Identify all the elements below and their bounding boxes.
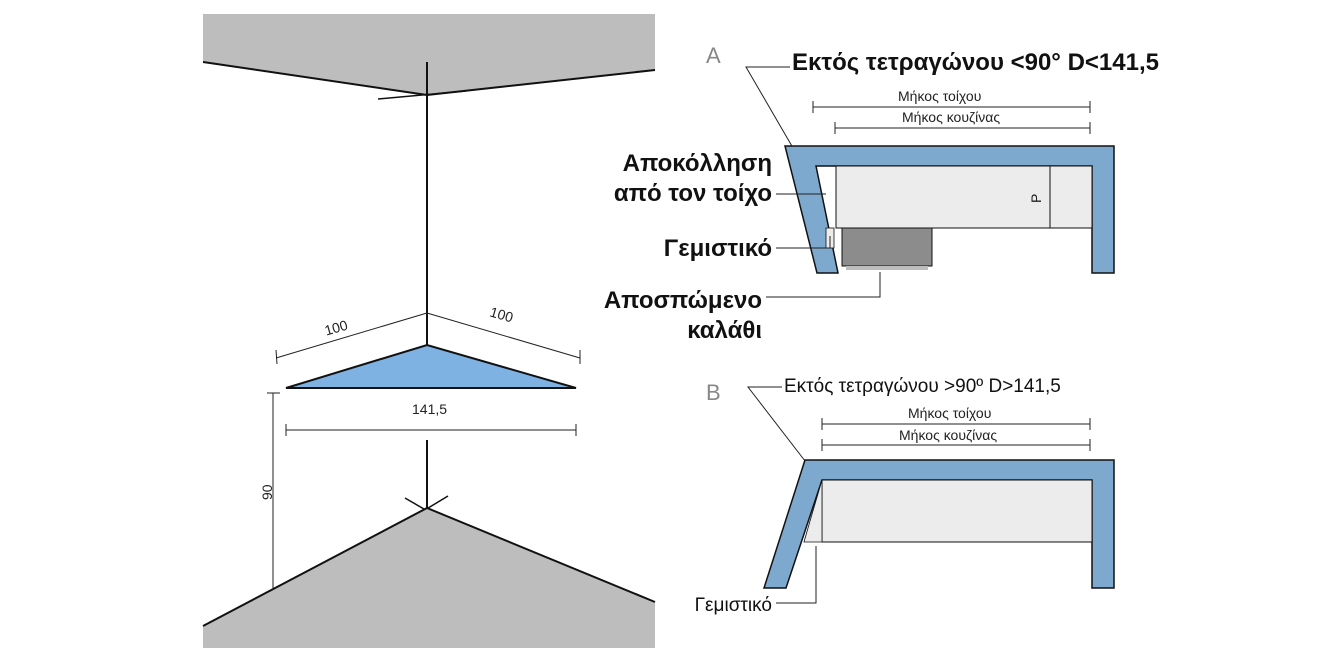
dim-line-right [426, 312, 581, 359]
left-corner-diagram: 100 100 141,5 90 [202, 14, 656, 648]
diagram-a-title-leader [745, 66, 801, 161]
diagram-a-wall-length-label: Μήκος τοίχου [898, 88, 981, 104]
diagram-b-filler [803, 479, 823, 543]
diagram-b-title: Εκτός τετραγώνου >90º D>141,5 [784, 376, 1061, 397]
dim-label-right: 100 [488, 304, 515, 326]
bottom-wall-block [203, 508, 655, 648]
diagram-b-filler-leader [776, 546, 817, 604]
bottom-wall-edge-right [426, 507, 656, 603]
diagram-a: A Εκτός τετραγώνου <90° D<141,5 Μήκος το… [604, 43, 1159, 344]
diagram-a-basket [841, 227, 933, 267]
diagram-b-title-leader [746, 386, 813, 471]
diagram-a-detach-line1: Αποκόλληση [623, 150, 772, 177]
dim-label-left: 100 [323, 317, 350, 339]
diagram-b-cabinet [821, 479, 1093, 543]
diagram-a-title: Εκτός τετραγώνου <90° D<141,5 [792, 49, 1159, 76]
diagram-a-basket-line1: Αποσπώμενο [604, 287, 762, 314]
dim-base-label: 141,5 [412, 401, 447, 417]
dim-height-label: 90 [259, 484, 275, 500]
top-wall-edge-left [202, 61, 428, 96]
top-wall-block [203, 14, 655, 95]
diagram-a-basket-leader [766, 272, 881, 298]
corner-triangle [285, 343, 577, 389]
diagram-a-basket-line2: καλάθι [687, 317, 762, 344]
bottom-wall-edge-left [202, 507, 428, 627]
diagram-a-basket-base [846, 266, 928, 270]
dim-tick-left [275, 349, 278, 365]
diagram-a-filler-leader [776, 236, 831, 249]
diagram-b: B Εκτός τετραγώνου >90º D>141,5 Μήκος το… [695, 376, 1115, 616]
diagram-b-kitchen-length-label: Μήκος κουζίνας [899, 427, 997, 443]
diagram-b-filler-label: Γεμιστικό [695, 595, 772, 616]
diagram-a-filler-label: Γεμιστικό [664, 235, 772, 262]
diagram-a-letter: A [706, 43, 721, 68]
dim-line-left [275, 312, 428, 359]
diagram-b-letter: B [706, 380, 721, 405]
diagram-a-kitchen-length-label: Μήκος κουζίνας [902, 109, 1000, 125]
diagram-a-depth-mark: P [1028, 194, 1044, 203]
diagram-a-detach-line2: από τον τοίχο [614, 180, 772, 207]
diagram-b-wall-length-label: Μήκος τοίχου [908, 405, 991, 421]
top-cross-a [377, 90, 467, 100]
diagram-a-cabinet [835, 165, 1093, 229]
